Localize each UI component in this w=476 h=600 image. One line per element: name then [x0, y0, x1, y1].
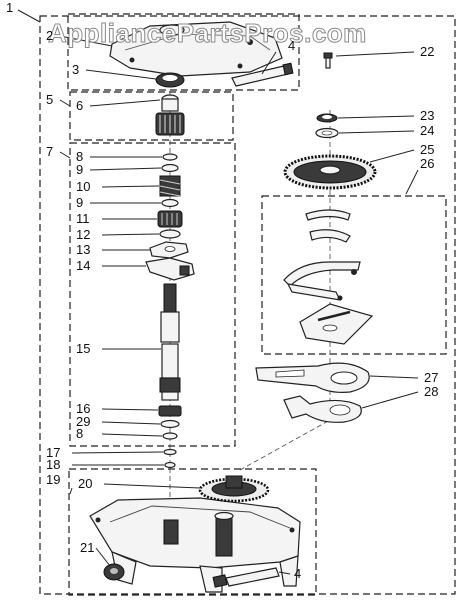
callout-9-lower: 9 — [76, 195, 83, 210]
part-18-ring — [164, 461, 176, 469]
part-28-shift-lever — [283, 395, 362, 423]
part-4-grease-tube-top — [231, 62, 294, 87]
callout-11: 11 — [76, 211, 90, 226]
callout-4-top: 4 — [288, 38, 295, 53]
part-15-agitator-shaft — [159, 283, 181, 401]
callout-10: 10 — [76, 179, 90, 194]
callout-14: 14 — [76, 258, 90, 273]
part-8-ring-lower — [162, 432, 178, 440]
part-12-ring — [159, 229, 181, 239]
group-boundary-5 — [69, 91, 234, 141]
leader-lines — [17, 9, 419, 575]
part-20-base-gear — [198, 475, 270, 503]
part-13-cam — [149, 241, 189, 259]
part-27-cam-plate — [255, 362, 370, 393]
callout-29: 29 — [76, 414, 90, 429]
part-2-gearcase-cover — [109, 21, 283, 77]
callout-5: 5 — [46, 92, 53, 107]
group-boundary-1 — [39, 15, 456, 595]
callout-28: 28 — [424, 384, 438, 399]
group-boundary-7 — [69, 142, 236, 447]
part-9-washer-upper — [161, 163, 179, 173]
part-22-screw — [323, 52, 333, 69]
callout-27: 27 — [424, 370, 438, 385]
part-11-clutch — [157, 210, 183, 228]
part-3-seal — [155, 72, 185, 88]
callout-22: 22 — [420, 44, 434, 59]
callout-18: 18 — [46, 457, 60, 472]
part-29-washer — [160, 419, 180, 429]
callout-8-lower: 8 — [76, 426, 83, 441]
callout-20: 20 — [78, 476, 92, 491]
callout-23: 23 — [420, 108, 434, 123]
callout-6: 6 — [76, 98, 83, 113]
callout-21: 21 — [80, 540, 94, 555]
callout-17: 17 — [46, 445, 60, 460]
callout-16: 16 — [76, 401, 90, 416]
callout-24: 24 — [420, 123, 434, 138]
part-16-bushing — [158, 405, 182, 417]
callout-13: 13 — [76, 242, 90, 257]
callout-3: 3 — [72, 62, 79, 77]
part-21-plug — [103, 563, 125, 581]
callout-1: 1 — [6, 0, 13, 15]
part-23-washer — [316, 113, 338, 123]
callout-15: 15 — [76, 341, 90, 356]
callout-9-upper: 9 — [76, 162, 83, 177]
part-10-spring — [159, 175, 181, 197]
part-24-washer — [315, 127, 339, 139]
callout-labels: 1 2 3 4 5 6 7 8 9 10 9 11 12 13 14 15 16… — [6, 0, 438, 581]
callout-19: 19 — [46, 472, 60, 487]
part-25-drive-gear — [283, 154, 377, 190]
part-6-pinion-gear — [155, 94, 185, 136]
callout-7: 7 — [46, 144, 53, 159]
right-axis-line — [239, 110, 331, 471]
group-boundary-top-cover — [67, 13, 300, 91]
part-26-shift-assembly — [283, 209, 374, 345]
callout-8-upper: 8 — [76, 149, 83, 164]
callout-12: 12 — [76, 227, 90, 242]
part-17-washer — [163, 448, 177, 456]
part-14-lever — [145, 257, 195, 281]
group-boundary-19 — [68, 468, 317, 596]
group-boundary-26 — [261, 195, 447, 355]
callout-2: 2 — [46, 28, 53, 43]
part-4-grease-tube-bottom — [212, 567, 280, 588]
part-9-washer-lower — [161, 198, 179, 208]
watermark-text: AppliancePartsPros.com — [48, 18, 367, 48]
callout-25: 25 — [420, 142, 434, 157]
part-8-ring-upper — [162, 153, 178, 161]
callout-4-bottom: 4 — [294, 566, 301, 581]
callout-26: 26 — [420, 156, 434, 171]
